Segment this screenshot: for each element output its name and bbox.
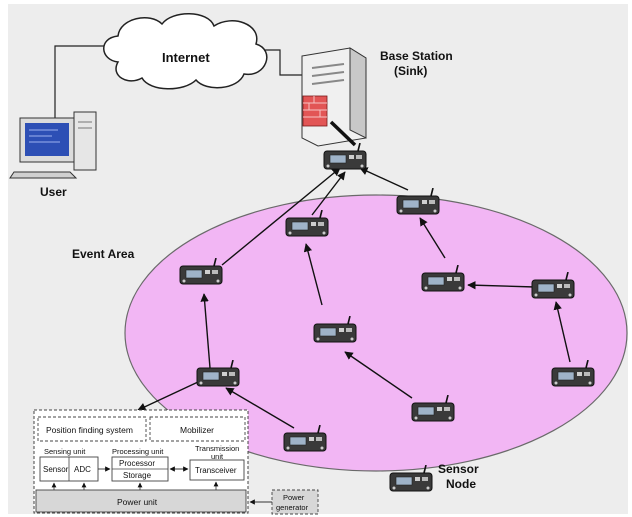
user-label: User (40, 185, 67, 199)
arrow (553, 301, 571, 363)
power-unit-label: Power unit (117, 497, 158, 507)
adc-block-label: ADC (74, 465, 91, 474)
node-architecture-block: Position finding system Mobilizer Sensin… (33, 409, 319, 515)
mobilizer-label: Mobilizer (180, 425, 214, 435)
power-generator-label-2: generator (276, 503, 309, 512)
arrow (344, 351, 413, 399)
cloud-icon (103, 13, 268, 90)
arrow (311, 171, 346, 216)
power-unit-box (35, 489, 247, 513)
arrow (359, 167, 409, 191)
desktop-computer-icon (9, 111, 97, 179)
power-generator-label: Power (283, 493, 305, 502)
transmission-unit-label: Transmission (195, 444, 239, 453)
arrow (225, 387, 295, 429)
storage-block-label: Storage (123, 471, 152, 480)
internet-label: Internet (162, 50, 210, 65)
position-finding-box (37, 416, 147, 442)
processor-block-label: Processor (119, 459, 155, 468)
firewall-icon (302, 95, 328, 127)
sensing-unit-label: Sensing unit (44, 447, 86, 456)
base-station-label: Base Station (380, 49, 453, 63)
event-area-label: Event Area (72, 247, 135, 261)
transceiver-box (189, 459, 245, 481)
arrow (419, 217, 446, 259)
arrow (303, 243, 323, 306)
mobilizer-box (149, 416, 246, 442)
transceiver-block-label: Transceiver (195, 466, 237, 475)
user-internet-link (54, 45, 112, 118)
arrow (200, 293, 211, 369)
transmission-unit-label-2: unit (211, 452, 224, 461)
power-generator-box (271, 489, 319, 515)
arrow (137, 381, 199, 411)
position-finding-label: Position finding system (46, 425, 133, 435)
sink-uplink (329, 120, 357, 147)
routing-arrows (137, 167, 571, 429)
node-legend-label: Node (446, 477, 476, 491)
arrow (467, 281, 536, 290)
sensor-node-legend-label: Sensor (438, 462, 479, 476)
sink-label: (Sink) (394, 64, 427, 78)
processing-unit-label: Processing unit (112, 447, 164, 456)
internet-base-link (260, 49, 302, 76)
sensor-block-label: Sensor (43, 465, 69, 474)
arrow (221, 167, 341, 266)
